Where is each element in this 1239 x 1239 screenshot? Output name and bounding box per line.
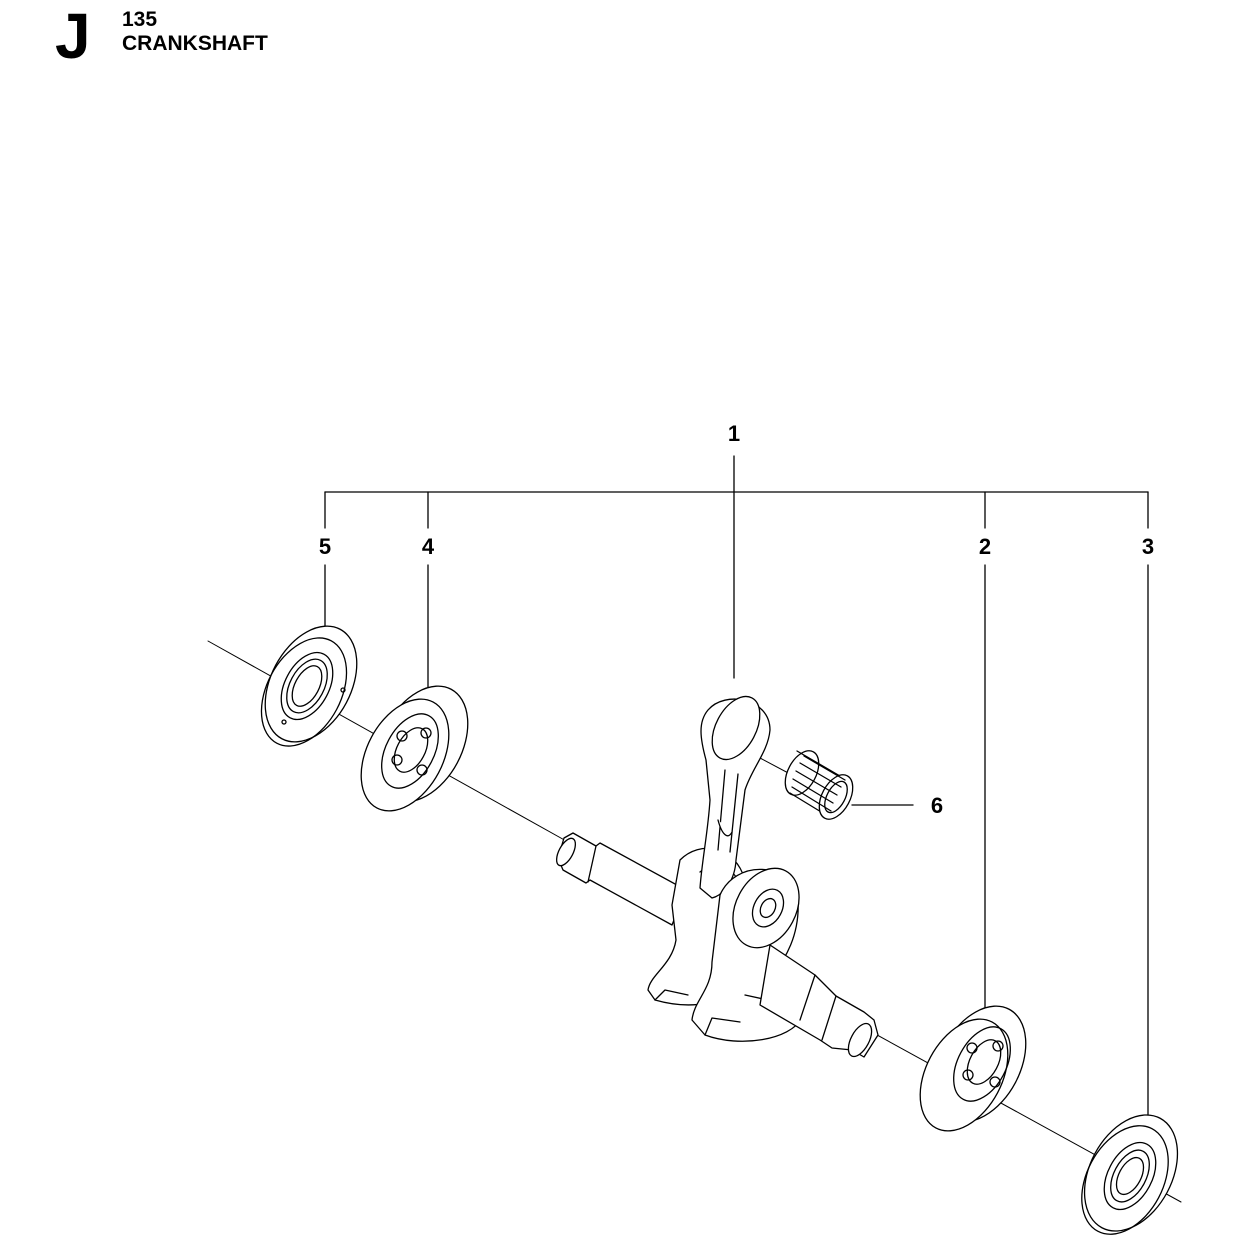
callout-5: 5 xyxy=(319,534,331,559)
section-title: CRANKSHAFT xyxy=(122,32,268,55)
callout-1: 1 xyxy=(728,421,740,446)
crankshaft-assembly xyxy=(555,695,879,1058)
oil-seal-left xyxy=(260,625,358,747)
callout-4: 4 xyxy=(422,534,435,559)
ball-bearing-left xyxy=(360,685,469,812)
oil-seal-right xyxy=(1081,1114,1179,1235)
section-number: 135 xyxy=(122,8,158,31)
ball-bearing-right xyxy=(919,1005,1027,1132)
callout-3: 3 xyxy=(1142,534,1154,559)
needle-bearing xyxy=(784,750,854,820)
callout-2: 2 xyxy=(979,534,991,559)
callout-6: 6 xyxy=(931,793,943,818)
callout-labels: 1 2 3 4 5 6 xyxy=(319,421,1154,818)
callout-leader-lines xyxy=(324,455,1149,1119)
section-letter: J xyxy=(55,0,91,72)
